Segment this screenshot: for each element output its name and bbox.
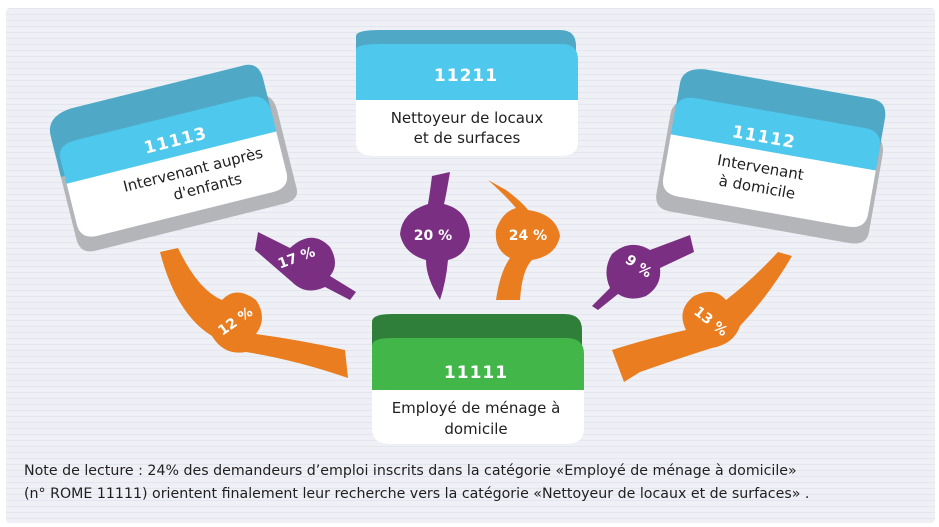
arrow-shape [612,252,792,382]
arrow-to-intervenant-enfants: 17 % [255,232,356,300]
arrow-from-intervenant-domicile: 13 % [612,252,792,382]
node-intervenant-enfants: 11113 Intervenant auprès d'enfants [49,64,298,252]
reading-note-line2: (n° ROME 11111) orientent finalement leu… [24,486,810,502]
arrow-shape [592,235,694,310]
reading-note: Note de lecture : 24% des demandeurs d’e… [24,460,924,506]
node-label-line2: domicile [444,420,507,438]
reading-note-line1: Note de lecture : 24% des demandeurs d’e… [24,463,797,479]
node-code: 11211 [434,66,498,86]
arrow-from-nettoyeur: 24 % [488,180,560,300]
node-label-line1: Employé de ménage à [392,399,561,417]
arrow-from-intervenant-enfants: 12 % [160,248,348,378]
arrow-shape [400,172,470,300]
arrow-shape [160,248,348,378]
flow-label-24: 24 % [509,228,547,244]
arrow-to-nettoyeur: 20 % [400,172,470,300]
arrow-shape [255,232,356,300]
node-code: 11111 [444,363,508,383]
node-intervenant-domicile: 11112 Intervenant à domicile [656,69,886,244]
node-label-line1: Nettoyeur de locaux [391,109,544,127]
flow-label-20: 20 % [414,228,452,244]
arrow-to-intervenant-domicile: 9 % [592,235,694,310]
node-label-line2: et de surfaces [414,129,521,147]
node-employe-menage: 11111 Employé de ménage à domicile [372,314,584,444]
node-nettoyeur-locaux: 11211 Nettoyeur de locaux et de surfaces [356,30,578,156]
arrow-shape [488,180,560,300]
